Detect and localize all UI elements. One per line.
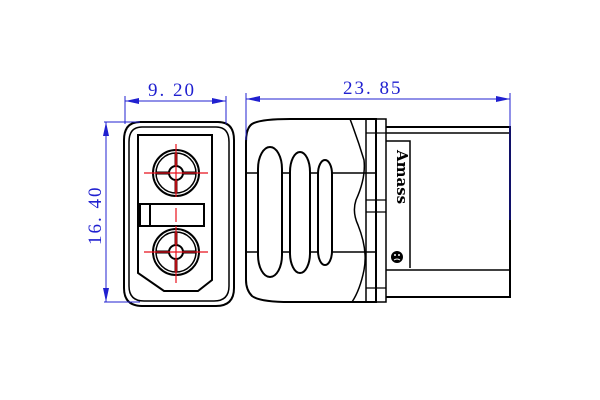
front-inner-outline (128, 126, 230, 302)
grip-ridge-3 (317, 159, 333, 266)
dimension-width (124, 96, 227, 124)
grip-ridge-2 (289, 151, 311, 274)
side-collar-2 (375, 118, 387, 303)
dimension-length-label: 23. 85 (343, 78, 403, 99)
front-outer-outline (123, 121, 235, 307)
brand-label: Amass (393, 149, 411, 204)
dimension-width-label: 9. 20 (148, 80, 196, 101)
front-key-tab (139, 203, 151, 227)
front-key-slot (149, 203, 205, 227)
dimension-length (245, 93, 511, 220)
centerlines (144, 144, 208, 283)
dimension-height (103, 121, 140, 303)
side-collar (365, 118, 377, 303)
amass-logo-icon (391, 251, 403, 263)
grip-ridge-1 (257, 146, 283, 278)
side-grip-edge (349, 118, 366, 303)
side-label-panel (386, 140, 411, 268)
dimension-height-label: 16. 40 (85, 186, 106, 246)
side-view (245, 118, 511, 303)
dimensions (103, 93, 511, 303)
front-view (123, 121, 235, 307)
front-socket-outline (137, 134, 213, 292)
brand-text: Amass (393, 149, 411, 204)
